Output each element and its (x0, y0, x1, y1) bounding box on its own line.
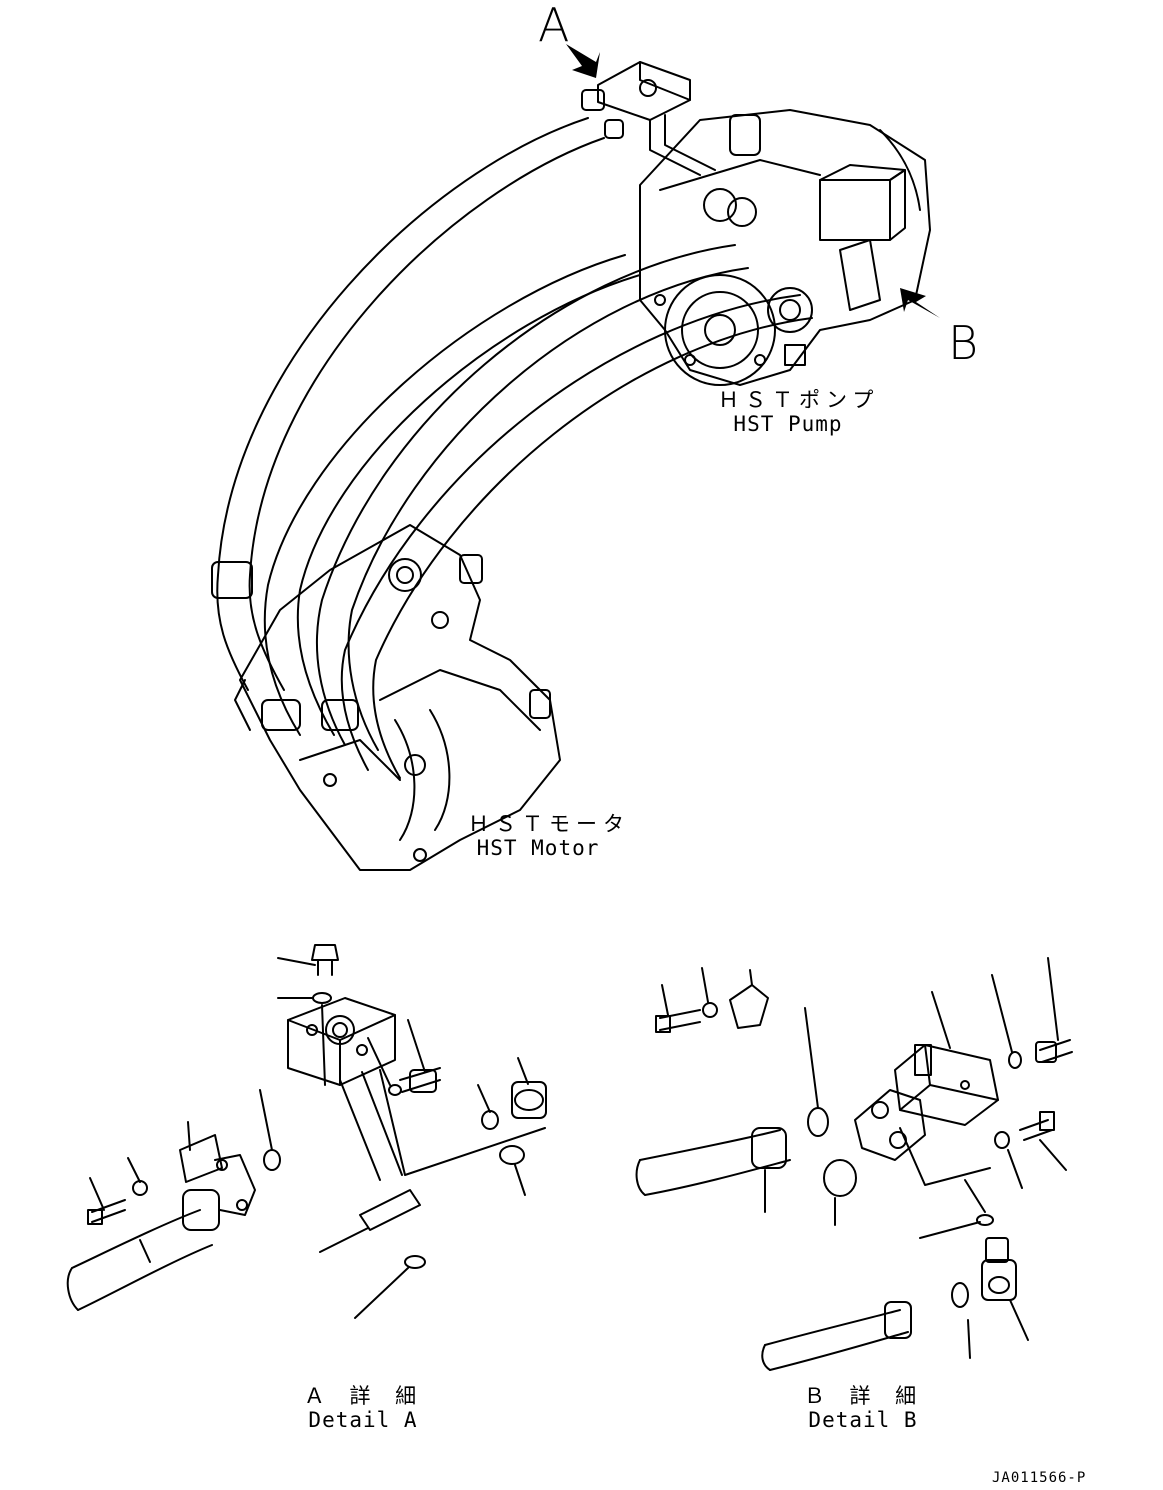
callout-arrow-b (900, 288, 940, 318)
detail-b-exploded-view (637, 958, 1072, 1370)
detail-b-label-en: Detail B (808, 1408, 918, 1433)
hst-motor (235, 525, 560, 870)
hst-motor-label-jp: ＨＳＴモータ (468, 812, 630, 836)
drawing-code: JA011566-P (992, 1470, 1087, 1486)
hst-pump-label-jp: ＨＳＴポンプ (718, 388, 880, 412)
detail-a-label-jp: Ａ 詳 細 (303, 1384, 423, 1408)
hst-pump (582, 62, 930, 385)
detail-a-exploded-view (68, 945, 546, 1318)
callout-letter-b: B (948, 316, 979, 370)
callout-arrow-a (566, 44, 600, 78)
callout-letter-a: A (538, 0, 570, 52)
detail-a-label: Ａ 詳 細 Detail A (298, 1384, 428, 1432)
detail-b-label: Ｂ 詳 細 Detail B (798, 1384, 928, 1432)
detail-b-label-jp: Ｂ 詳 細 (803, 1384, 923, 1408)
hst-pump-label-en: HST Pump (733, 412, 843, 437)
hst-motor-label-en: HST Motor (476, 836, 600, 861)
hose-bundle (212, 118, 812, 778)
hst-pump-label: ＨＳＴポンプ HST Pump (718, 388, 880, 437)
hst-motor-label: ＨＳＴモータ HST Motor (468, 812, 630, 861)
detail-a-label-en: Detail A (308, 1408, 418, 1433)
